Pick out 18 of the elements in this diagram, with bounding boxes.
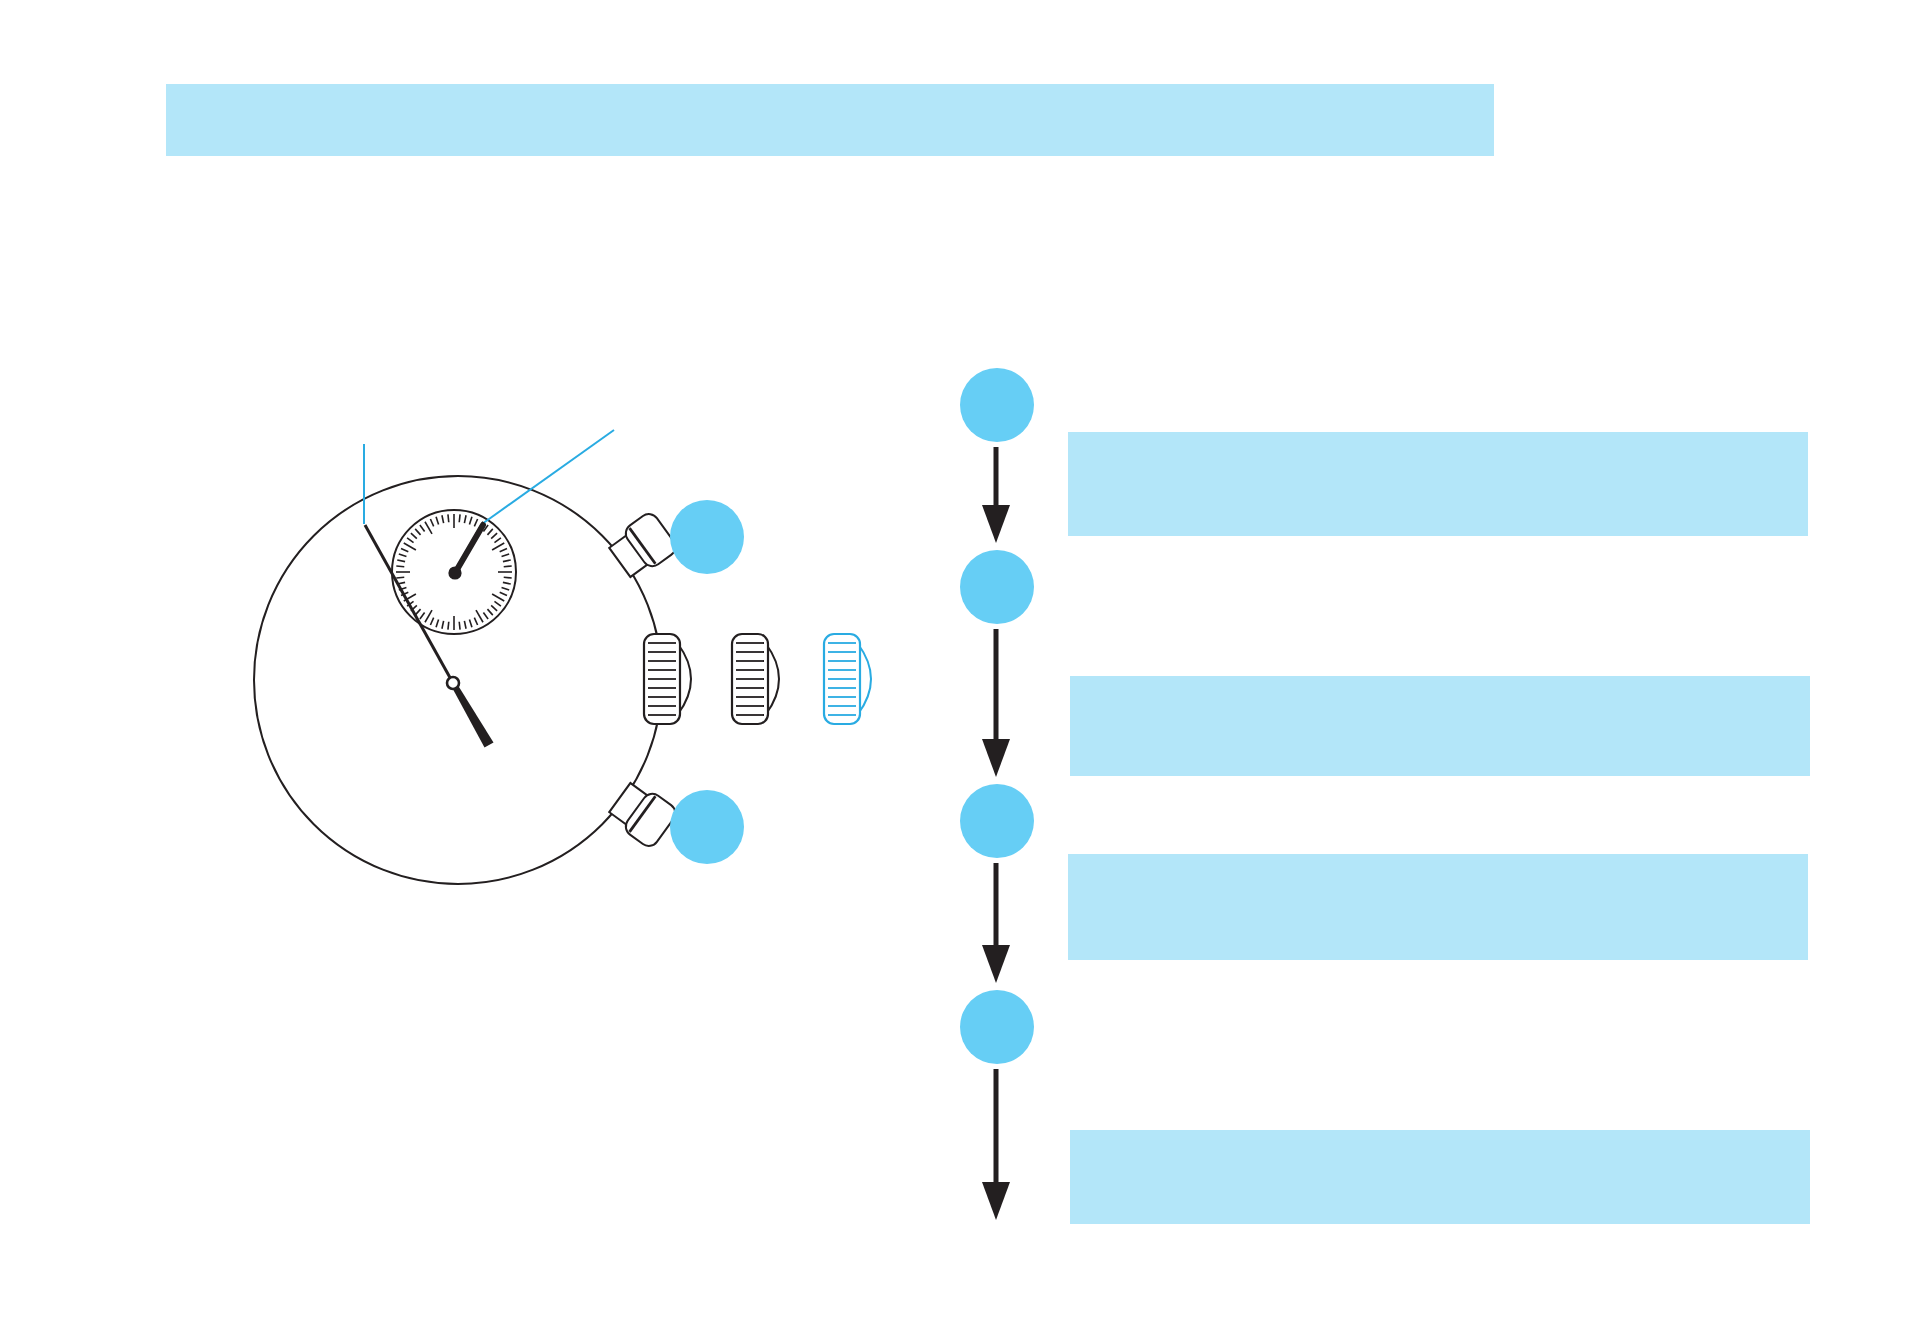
highlight-bar — [1068, 432, 1808, 536]
step-marker — [959, 783, 1033, 857]
highlight-bar — [1068, 854, 1808, 960]
subdial-hand — [447, 517, 489, 579]
arrow — [982, 1069, 1010, 1220]
step-marker — [959, 989, 1033, 1063]
title-bar — [166, 84, 1494, 156]
callout-marker — [669, 499, 743, 573]
leader-line — [363, 443, 365, 525]
leader-line — [481, 429, 615, 525]
arrow — [982, 863, 1010, 983]
highlight-bar — [1070, 1130, 1810, 1224]
arrow — [982, 447, 1010, 543]
step-marker — [959, 549, 1033, 623]
highlight-bar — [1070, 676, 1810, 776]
arrow — [982, 629, 1010, 777]
callout-marker — [669, 789, 743, 863]
step-marker — [959, 367, 1033, 441]
